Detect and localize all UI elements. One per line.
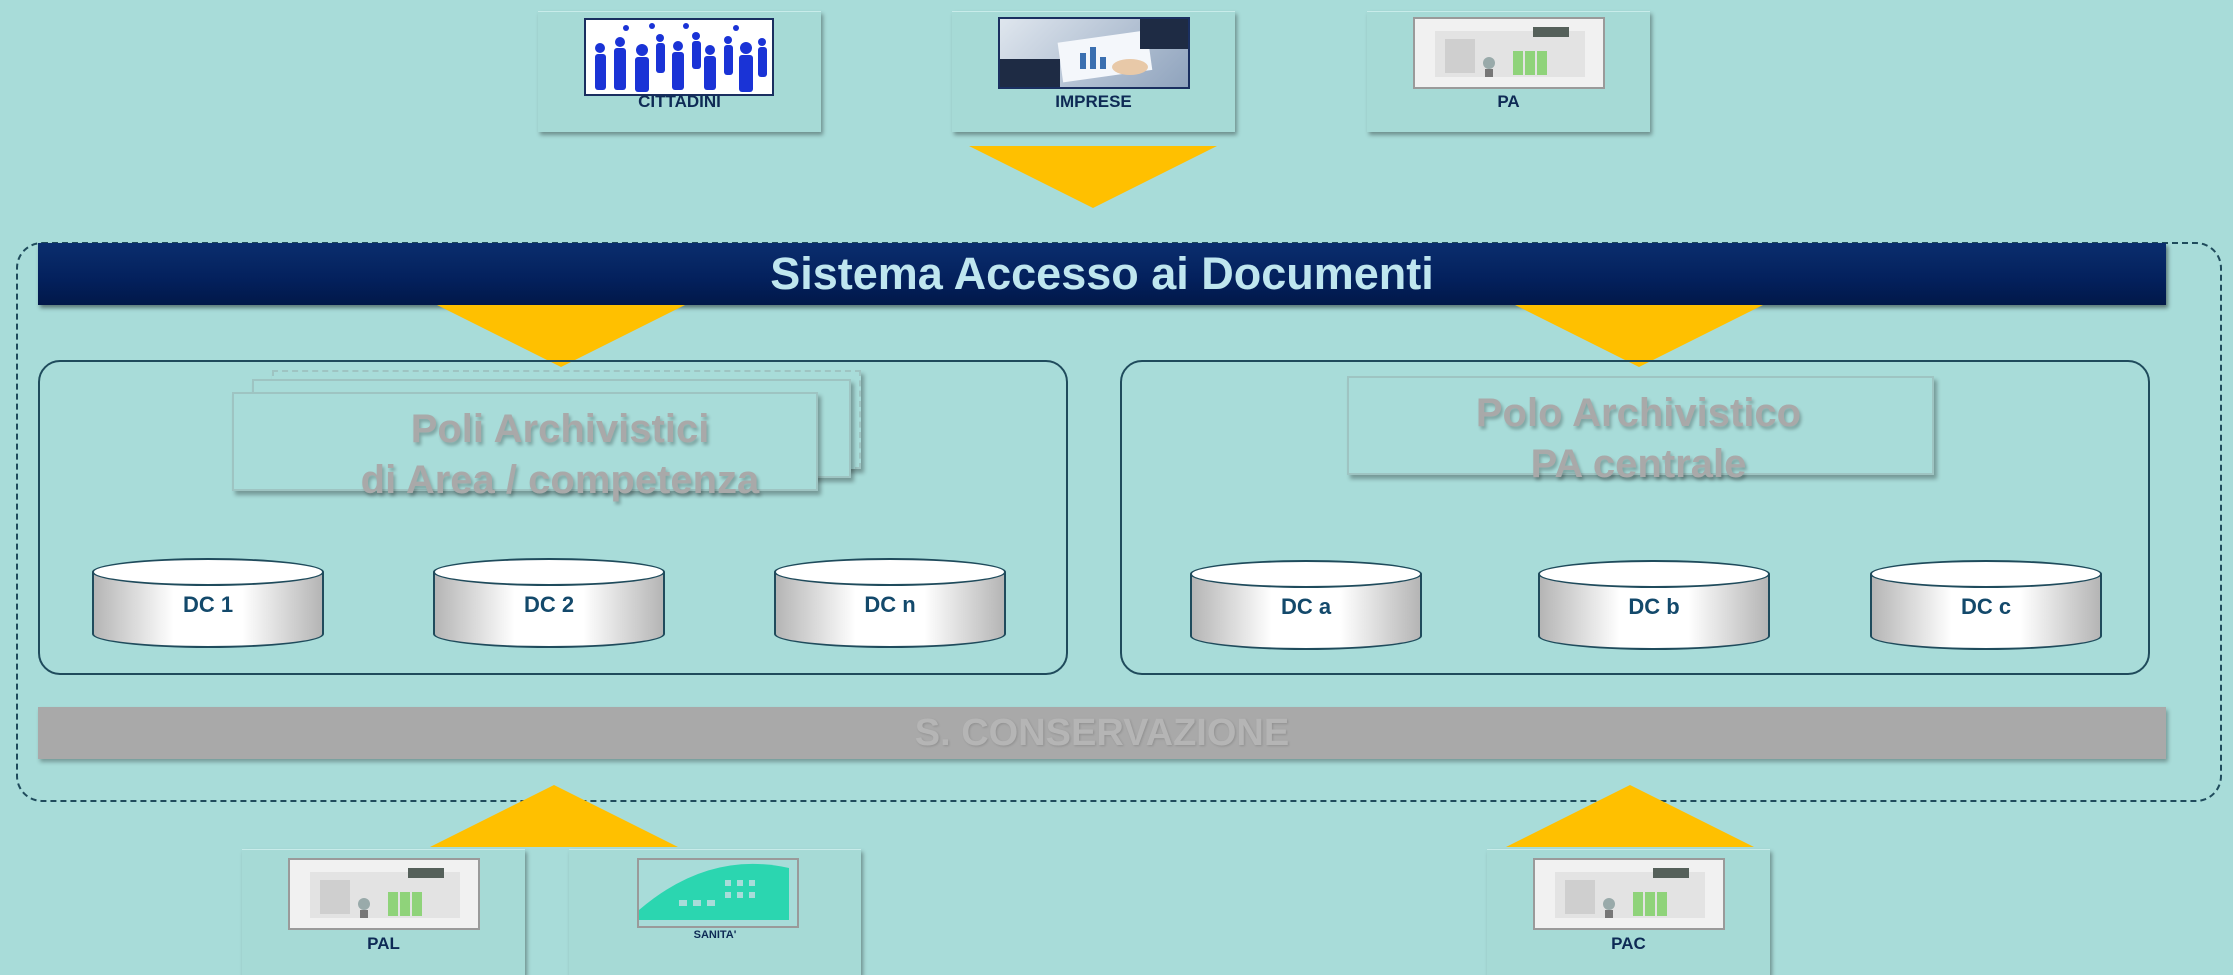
title-line: di Area / competenza (360, 458, 760, 502)
card-pac: PAC (1487, 849, 1770, 975)
dc-label: DC a (1280, 594, 1332, 619)
right-pane: Polo Archivistico PA centrale DC a DC b … (1120, 360, 2150, 675)
card-pal: PAL (242, 849, 525, 975)
arrow-down-icon (437, 305, 685, 367)
dc-cylinder: DC n (774, 558, 1006, 648)
card-label: CITTADINI (638, 92, 721, 111)
polo-box (1347, 376, 1934, 475)
dc-label: DC n (864, 592, 916, 617)
dc-cylinder: DC 1 (92, 558, 324, 648)
dc-cylinder: DC c (1870, 560, 2102, 650)
title-line: Polo Archivistico (1475, 391, 1802, 435)
card-label: PAL (367, 934, 400, 953)
dc-label: DC 2 (523, 592, 575, 617)
card-imprese: IMPRESE (952, 11, 1235, 132)
poli-archivistici-title: Poli Archivistici di Area / competenza (270, 404, 850, 506)
office-image (1533, 858, 1725, 930)
hospital-image (637, 858, 799, 928)
dc-cylinder: DC 2 (433, 558, 665, 648)
dc-cylinder: DC a (1190, 560, 1422, 650)
arrow-down-icon (1515, 305, 1763, 367)
card-cittadini: CITTADINI (538, 11, 821, 132)
arrow-up-icon (1506, 785, 1754, 847)
polo-archivistico-title: Polo Archivistico PA centrale (1347, 388, 1930, 490)
arrow-up-icon (430, 785, 678, 847)
banner-title: Sistema Accesso ai Documenti (770, 248, 1434, 299)
conservation-bar: S. CONSERVAZIONE (38, 707, 2166, 759)
dc-cylinder: DC b (1538, 560, 1770, 650)
title-line: PA centrale (1530, 442, 1747, 486)
stack-sheet (232, 392, 818, 491)
card-label: PA (1497, 92, 1520, 111)
dc-label: DC 1 (182, 592, 234, 617)
left-pane: Poli Archivistici di Area / competenza D… (38, 360, 1068, 675)
conservation-label: S. CONSERVAZIONE (914, 712, 1290, 754)
dc-label: DC b (1628, 594, 1680, 619)
card-label: SANITA' (693, 929, 737, 941)
card-sanita: SANITA' (569, 849, 861, 975)
title-line: Poli Archivistici (410, 407, 710, 451)
business-image (998, 17, 1190, 89)
office-image (288, 858, 480, 930)
card-pa: PA (1367, 11, 1650, 132)
office-image (1413, 17, 1605, 89)
card-label: IMPRESE (1055, 92, 1132, 111)
people-image (584, 18, 774, 96)
card-label: PAC (1611, 934, 1646, 953)
dc-label: DC c (1960, 594, 2012, 619)
arrow-down-icon (969, 146, 1217, 208)
system-banner: Sistema Accesso ai Documenti (38, 243, 2166, 305)
